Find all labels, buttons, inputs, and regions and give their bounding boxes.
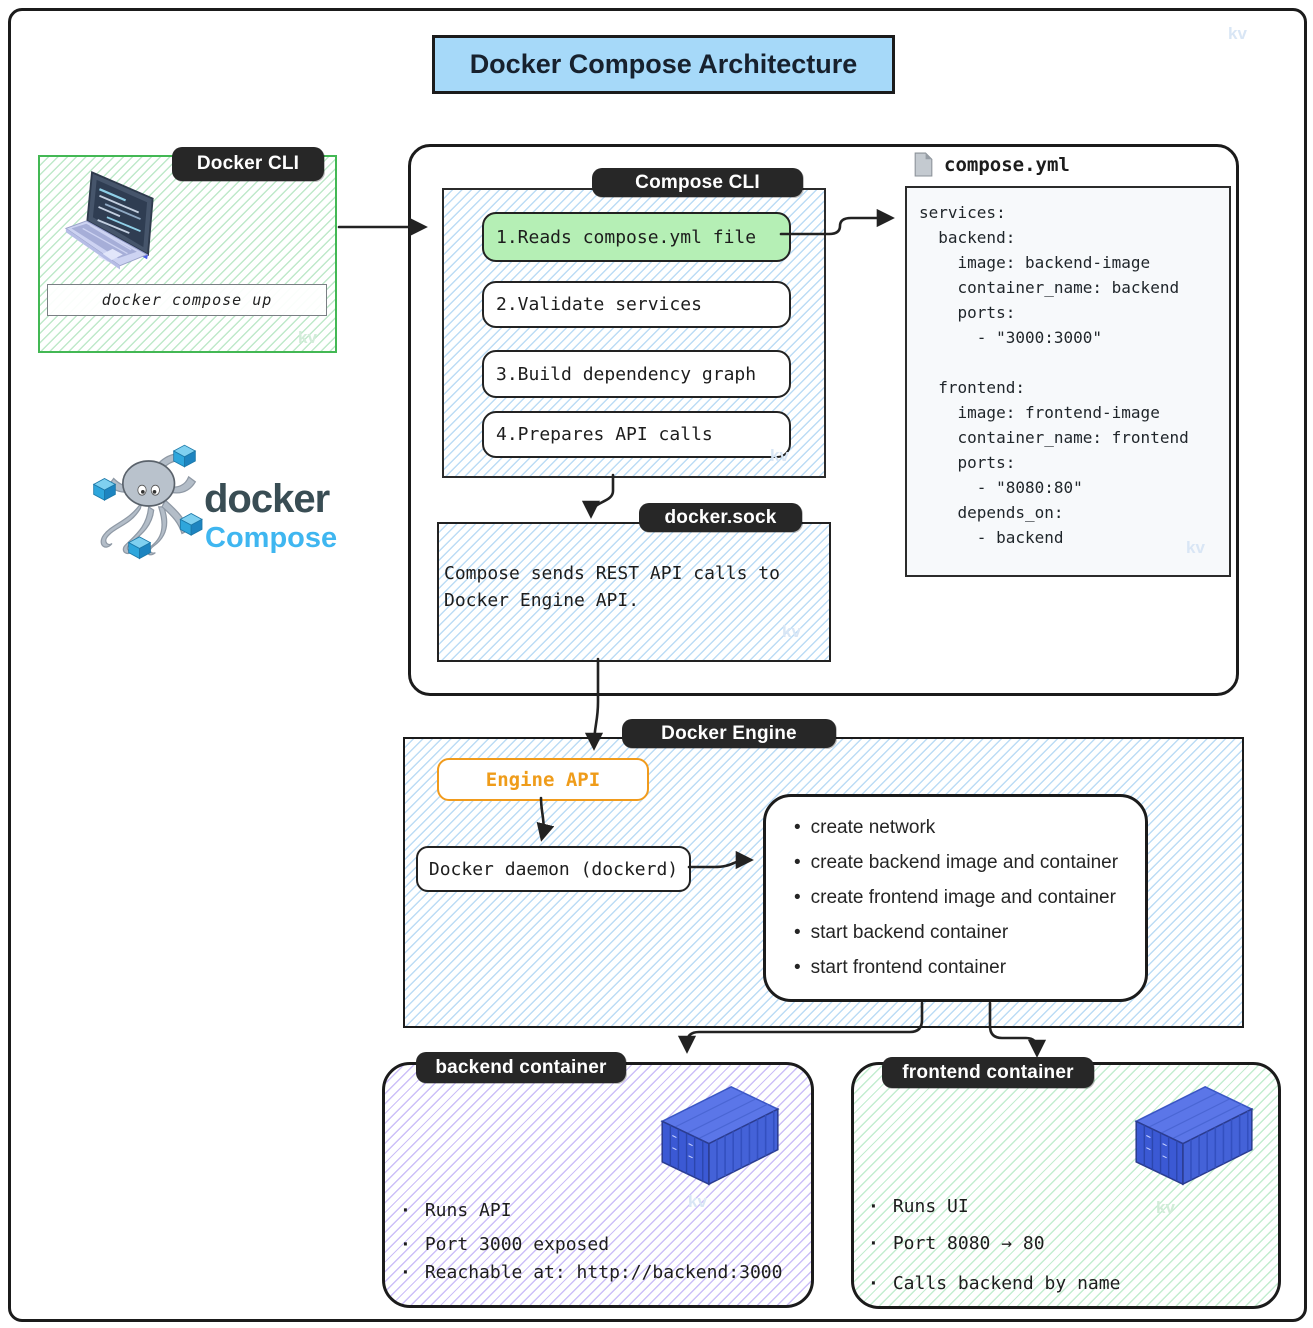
docker-engine-label: Docker Engine bbox=[622, 719, 836, 748]
action-create-frontend: create frontend image and container bbox=[794, 887, 1145, 909]
engine-actions-box: create network create backend image and … bbox=[763, 794, 1148, 1002]
backend-bullet-reachable: Reachable at: http://backend:3000 bbox=[400, 1262, 800, 1284]
frontend-container-label: frontend container bbox=[882, 1057, 1094, 1088]
action-start-backend: start backend container bbox=[794, 922, 1145, 944]
kv-watermark: kv bbox=[782, 622, 801, 641]
action-create-network: create network bbox=[794, 817, 1145, 839]
docker-wordmark: docker bbox=[204, 477, 330, 521]
kv-watermark: kv bbox=[1186, 538, 1205, 557]
file-icon bbox=[914, 152, 933, 177]
frontend-bullet-port: Port 8080 → 80 bbox=[868, 1233, 1268, 1255]
kv-watermark: kv bbox=[770, 446, 789, 465]
frontend-shipping-container-icon bbox=[1134, 1085, 1254, 1186]
laptop-icon bbox=[64, 171, 154, 270]
step-validate-services: 2.Validate services bbox=[482, 281, 791, 328]
docker-cli-box bbox=[38, 155, 337, 353]
page-title: Docker Compose Architecture bbox=[432, 35, 895, 94]
docker-sock-description: Compose sends REST API calls to Docker E… bbox=[444, 563, 780, 611]
step-prepares-api-calls: 4.Prepares API calls bbox=[482, 411, 791, 458]
kv-watermark: kv bbox=[1156, 1198, 1175, 1217]
frontend-bullet-calls-backend: Calls backend by name bbox=[868, 1273, 1268, 1295]
action-start-frontend: start frontend container bbox=[794, 957, 1145, 979]
docker-sock-box bbox=[437, 522, 831, 662]
action-create-backend: create backend image and container bbox=[794, 852, 1145, 874]
backend-container-label: backend container bbox=[416, 1052, 626, 1083]
step-build-dependency-graph: 3.Build dependency graph bbox=[482, 350, 791, 398]
docker-daemon-box: Docker daemon (dockerd) bbox=[416, 846, 691, 892]
docker-cli-label: Docker CLI bbox=[172, 147, 324, 181]
docker-compose-up-command: docker compose up bbox=[47, 284, 327, 316]
compose-yml-code-box: services: backend: image: backend-image … bbox=[905, 186, 1231, 577]
compose-wordmark: Compose bbox=[205, 522, 338, 554]
kv-watermark: kv bbox=[298, 328, 317, 347]
outer-frame bbox=[8, 8, 1307, 1322]
frontend-bullet-list: Runs UI Port 8080 → 80 Calls backend by … bbox=[868, 1196, 1268, 1295]
frontend-container-box bbox=[851, 1062, 1281, 1309]
compose-yml-filename: compose.yml bbox=[944, 154, 1070, 176]
kv-watermark: kv bbox=[1228, 24, 1247, 43]
docker-sock-label: docker.sock bbox=[639, 503, 802, 532]
frontend-bullet-runs-ui: Runs UI bbox=[868, 1196, 1268, 1218]
kv-watermark: kv bbox=[688, 1192, 707, 1211]
step-reads-compose-file: 1.Reads compose.yml file bbox=[482, 212, 791, 262]
backend-bullet-port: Port 3000 exposed bbox=[400, 1234, 800, 1256]
compose-yml-code: services: backend: image: backend-image … bbox=[919, 203, 1189, 547]
compose-cli-label: Compose CLI bbox=[592, 168, 803, 197]
docker-compose-logo-octopus bbox=[92, 444, 203, 560]
backend-shipping-container-icon bbox=[660, 1085, 780, 1186]
backend-bullet-list: Runs API Port 3000 exposed Reachable at:… bbox=[400, 1200, 800, 1284]
backend-bullet-runs-api: Runs API bbox=[400, 1200, 800, 1222]
engine-api-box: Engine API bbox=[437, 758, 649, 801]
